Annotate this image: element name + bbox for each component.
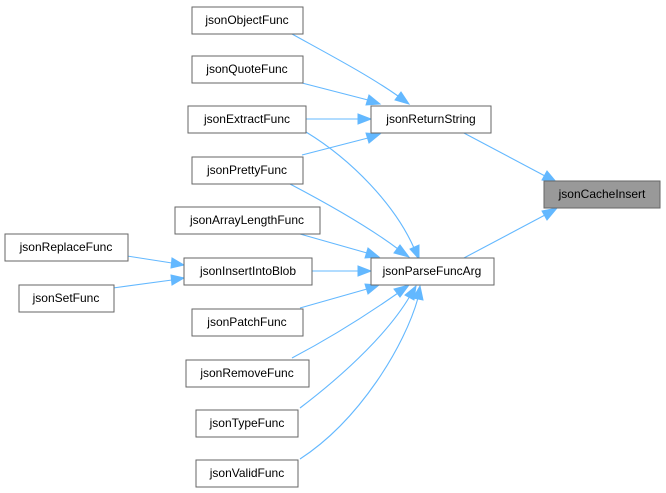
edge-jsonExtractFunc-to-jsonParseFuncArg xyxy=(305,131,420,261)
node-jsonReplaceFunc[interactable]: jsonReplaceFunc xyxy=(4,233,129,262)
node-jsonPrettyFunc[interactable]: jsonPrettyFunc xyxy=(191,156,304,185)
node-label: jsonObjectFunc xyxy=(204,13,288,27)
edge-jsonReturnString-to-jsonCacheInsert xyxy=(461,131,559,184)
edge-jsonArrayLengthFunc-to-jsonParseFuncArg xyxy=(299,233,381,259)
node-jsonValidFunc[interactable]: jsonValidFunc xyxy=(195,459,299,488)
node-label: jsonPatchFunc xyxy=(206,315,286,329)
edge-jsonExtractFunc-to-jsonReturnString xyxy=(306,113,373,125)
node-jsonArrayLengthFunc[interactable]: jsonArrayLengthFunc xyxy=(174,206,321,235)
node-label: jsonPrettyFunc xyxy=(206,163,287,177)
node-jsonReturnString[interactable]: jsonReturnString xyxy=(370,105,492,134)
edge-jsonInsertIntoBlob-to-jsonParseFuncArg xyxy=(312,265,373,277)
node-jsonTypeFunc[interactable]: jsonTypeFunc xyxy=(195,409,299,438)
node-label: jsonCacheInsert xyxy=(558,187,646,201)
node-jsonParseFuncArg[interactable]: jsonParseFuncArg xyxy=(370,257,495,286)
node-label: jsonQuoteFunc xyxy=(205,62,287,76)
node-label: jsonValidFunc xyxy=(209,466,284,480)
edge-jsonTypeFunc-to-jsonParseFuncArg xyxy=(299,284,417,409)
edge-jsonValidFunc-to-jsonParseFuncArg xyxy=(299,284,424,460)
node-jsonQuoteFunc[interactable]: jsonQuoteFunc xyxy=(191,55,304,84)
edge-jsonObjectFunc-to-jsonReturnString xyxy=(291,33,411,105)
edge-jsonPatchFunc-to-jsonParseFuncArg xyxy=(299,283,381,309)
edges xyxy=(112,33,559,460)
edge-jsonPrettyFunc-to-jsonParseFuncArg xyxy=(289,183,411,258)
node-label: jsonParseFuncArg xyxy=(382,264,482,278)
node-jsonSetFunc[interactable]: jsonSetFunc xyxy=(18,284,115,313)
edge-jsonReplaceFunc-to-jsonInsertIntoBlob xyxy=(126,255,186,269)
edge-jsonParseFuncArg-to-jsonCacheInsert xyxy=(461,207,559,260)
node-jsonRemoveFunc[interactable]: jsonRemoveFunc xyxy=(185,359,310,388)
node-label: jsonExtractFunc xyxy=(203,112,290,126)
node-label: jsonReplaceFunc xyxy=(19,240,113,254)
node-label: jsonArrayLengthFunc xyxy=(189,213,304,227)
nodes: jsonObjectFunc jsonQuoteFunc jsonExtract… xyxy=(4,6,661,488)
edge-jsonSetFunc-to-jsonInsertIntoBlob xyxy=(112,274,186,289)
node-jsonInsertIntoBlob[interactable]: jsonInsertIntoBlob xyxy=(183,257,313,286)
node-label: jsonReturnString xyxy=(385,112,475,126)
edge-jsonRemoveFunc-to-jsonParseFuncArg xyxy=(291,284,411,359)
node-jsonObjectFunc[interactable]: jsonObjectFunc xyxy=(191,6,304,35)
node-jsonCacheInsert[interactable]: jsonCacheInsert xyxy=(543,180,661,209)
node-label: jsonRemoveFunc xyxy=(199,366,293,380)
edge-jsonQuoteFunc-to-jsonReturnString xyxy=(301,82,382,106)
node-label: jsonInsertIntoBlob xyxy=(199,264,296,278)
node-label: jsonTypeFunc xyxy=(209,416,285,430)
node-jsonPatchFunc[interactable]: jsonPatchFunc xyxy=(191,308,304,337)
node-jsonExtractFunc[interactable]: jsonExtractFunc xyxy=(187,105,307,134)
node-label: jsonSetFunc xyxy=(32,291,100,305)
